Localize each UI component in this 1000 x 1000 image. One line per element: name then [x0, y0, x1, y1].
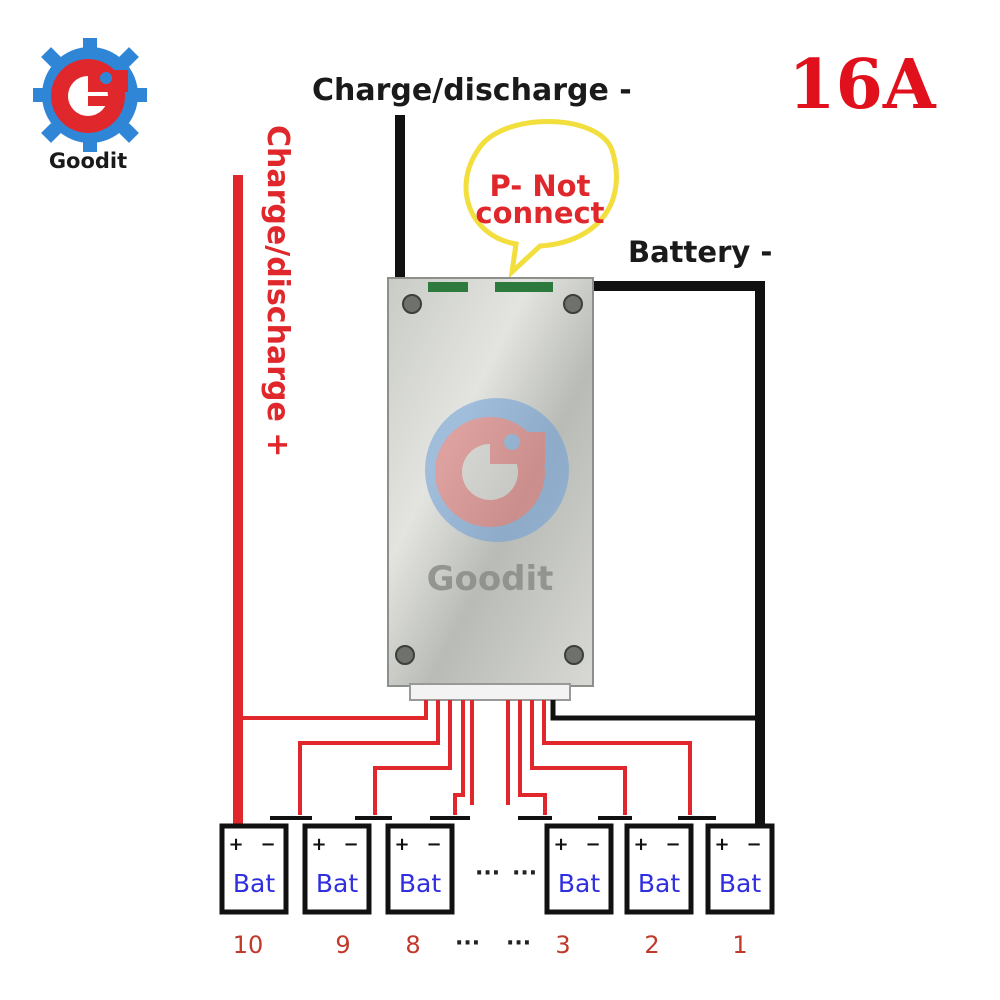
p-minus-label-line1: P- Not	[490, 169, 591, 203]
goodit-logo: Goodit	[33, 38, 147, 173]
cell-label: Bat	[233, 869, 275, 898]
battery-cell: +− Bat 10	[219, 823, 289, 959]
brand-name: Goodit	[49, 149, 127, 173]
battery-cell: +− Bat 2	[624, 823, 694, 959]
cell-plus-sign: +	[633, 834, 648, 855]
cell-number: 8	[405, 931, 420, 959]
battery-cell-body	[385, 823, 455, 915]
gear-icon	[33, 38, 147, 152]
cell-label: Bat	[316, 869, 358, 898]
cell-number: 2	[644, 931, 659, 959]
cell-ellipsis: ···	[512, 861, 537, 886]
screw-icon	[402, 294, 422, 314]
cell-ellipsis: ···	[475, 861, 500, 886]
number-ellipsis: ···	[455, 931, 480, 956]
screw-icon	[564, 645, 584, 665]
cell-plus-sign: +	[228, 834, 243, 855]
battery-cell-body	[302, 823, 372, 915]
battery-cell: +− Bat 8	[385, 823, 455, 959]
battery-cell-body	[219, 823, 289, 915]
screw-icon	[395, 645, 415, 665]
p-minus-callout: P- Not connect	[463, 119, 619, 279]
charge-discharge-plus-label: Charge/discharge +	[260, 125, 295, 457]
cell-number: 10	[233, 931, 264, 959]
number-ellipsis: ···	[506, 931, 531, 956]
cell-minus-sign: −	[343, 834, 358, 855]
battery-cell: +− Bat 3	[544, 823, 614, 959]
cell-number: 3	[555, 931, 570, 959]
cell-minus-sign: −	[585, 834, 600, 855]
p-minus-label-line2: connect	[475, 196, 604, 230]
watermark-gear-icon	[425, 398, 569, 542]
battery-cell-body	[624, 823, 694, 915]
cell-label: Bat	[719, 869, 761, 898]
cell-minus-sign: −	[746, 834, 761, 855]
battery-minus-label: Battery -	[628, 235, 772, 269]
wire-b-minus-balance	[550, 700, 760, 721]
cell-minus-sign: −	[260, 834, 275, 855]
cell-plus-sign: +	[553, 834, 568, 855]
current-rating: 16A	[788, 45, 937, 125]
battery-cell: +− Bat 1	[705, 823, 775, 959]
bms-board: Goodit	[387, 277, 594, 701]
balance-connector	[409, 683, 571, 701]
cell-plus-sign: +	[311, 834, 326, 855]
cell-plus-sign: +	[714, 834, 729, 855]
cell-label: Bat	[399, 869, 441, 898]
cell-plus-sign: +	[394, 834, 409, 855]
charge-discharge-minus-label: Charge/discharge -	[312, 73, 632, 108]
cell-label: Bat	[558, 869, 600, 898]
balance-wires	[238, 700, 692, 815]
battery-cell: +− Bat 9	[302, 823, 372, 959]
cell-minus-sign: −	[665, 834, 680, 855]
watermark-text: Goodit	[427, 559, 554, 599]
cell-number: 1	[732, 931, 747, 959]
cell-minus-sign: −	[426, 834, 441, 855]
battery-cell-body	[705, 823, 775, 915]
battery-cell-body	[544, 823, 614, 915]
cell-number: 9	[335, 931, 350, 959]
cell-label: Bat	[638, 869, 680, 898]
screw-icon	[563, 294, 583, 314]
wire-battery-minus	[573, 281, 765, 825]
